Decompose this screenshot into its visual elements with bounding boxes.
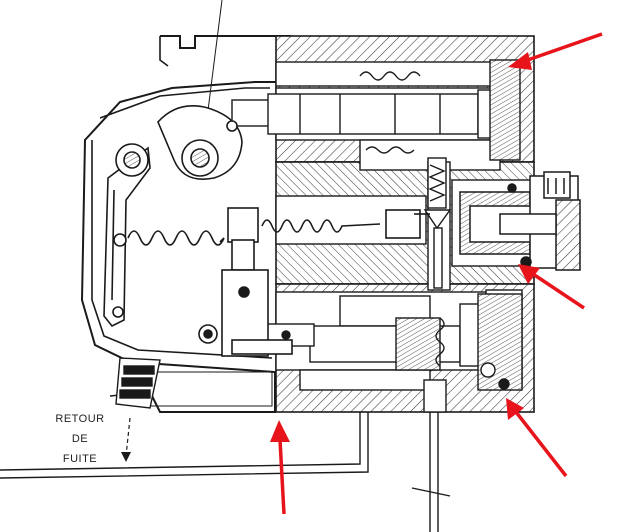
lower-piston — [261, 293, 523, 391]
leak-return-fitting — [115, 357, 161, 409]
right-fitting — [459, 171, 581, 271]
arrow-bottom-body-joint — [270, 420, 290, 515]
return-pipes — [0, 412, 451, 532]
flow-arrow — [125, 417, 131, 457]
fuite-label: FUITE — [62, 453, 98, 465]
flow-arrow-head — [121, 452, 131, 462]
retour-label: RETOUR — [55, 413, 105, 425]
governor-linkage — [103, 105, 430, 357]
arrow-top-right-seal — [508, 32, 603, 70]
arrow-right-middle-seal — [518, 264, 585, 310]
check-valve — [423, 157, 452, 289]
annotation-arrows — [270, 32, 603, 515]
de-label: DE — [71, 433, 89, 445]
arrow-lower-right-seal — [506, 398, 568, 478]
upper-spool — [231, 59, 521, 161]
